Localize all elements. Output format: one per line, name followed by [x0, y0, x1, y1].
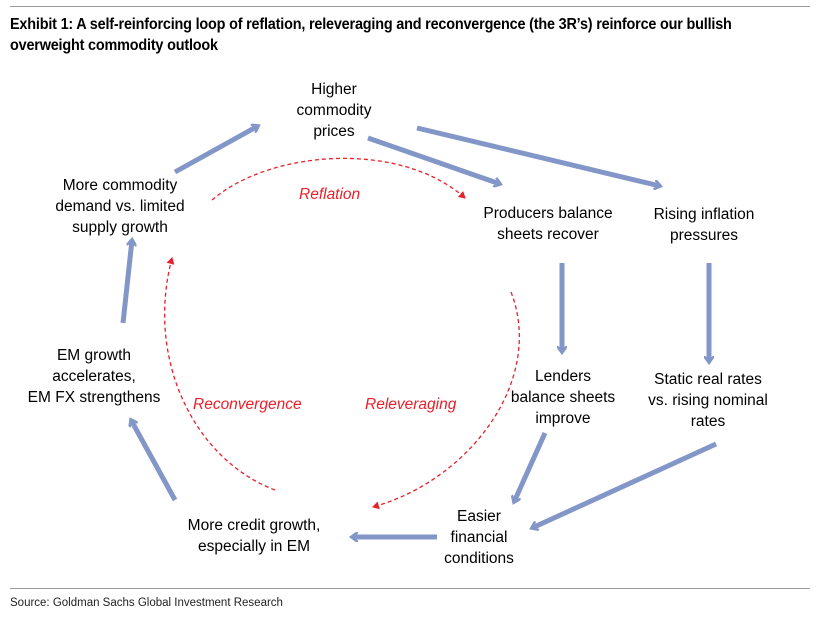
node-easier-financial-conditions: Easier financial conditions	[444, 508, 514, 567]
arrow-static-rates-to-easier	[532, 441, 718, 528]
loop-label-reflation: Reflation	[299, 186, 361, 203]
top-rule	[10, 6, 810, 7]
releveraging-loop-arc	[372, 291, 520, 510]
reconvergence-loop-arc	[164, 257, 276, 491]
node-more-credit-growth: More credit growth, especially in EM	[187, 517, 321, 555]
loop-label-releveraging: Releveraging	[365, 396, 457, 413]
node-em-growth: EM growth accelerates, EM FX strengthens	[27, 347, 161, 406]
exhibit-title: Exhibit 1: A self-reinforcing loop of re…	[10, 16, 732, 54]
node-static-real-rates: Static real rates vs. rising nominal rat…	[648, 371, 768, 430]
arrow-prices-to-producers	[367, 135, 500, 184]
arrow-lenders-to-easier	[514, 431, 548, 502]
loop-label-reconvergence: Reconvergence	[193, 396, 302, 413]
node-lenders-balance-sheets: Lenders balance sheets improve	[510, 368, 616, 427]
node-rising-inflation: Rising inflation pressures	[653, 206, 755, 244]
reflation-loop-arc	[211, 157, 466, 201]
arrow-credit-to-em-growth	[131, 420, 178, 502]
node-higher-commodity-prices: Higher commodity prices	[296, 81, 372, 140]
arrow-demand-to-prices	[173, 126, 258, 175]
bottom-rule	[10, 588, 810, 589]
arrow-em-growth-to-demand	[120, 240, 132, 324]
node-producers-balance-sheets: Producers balance sheets recover	[483, 205, 613, 243]
node-more-commodity-demand: More commodity demand vs. limited supply…	[55, 177, 185, 236]
arrow-prices-to-inflation	[416, 125, 660, 186]
source-note: Source: Goldman Sachs Global Investment …	[10, 597, 283, 609]
